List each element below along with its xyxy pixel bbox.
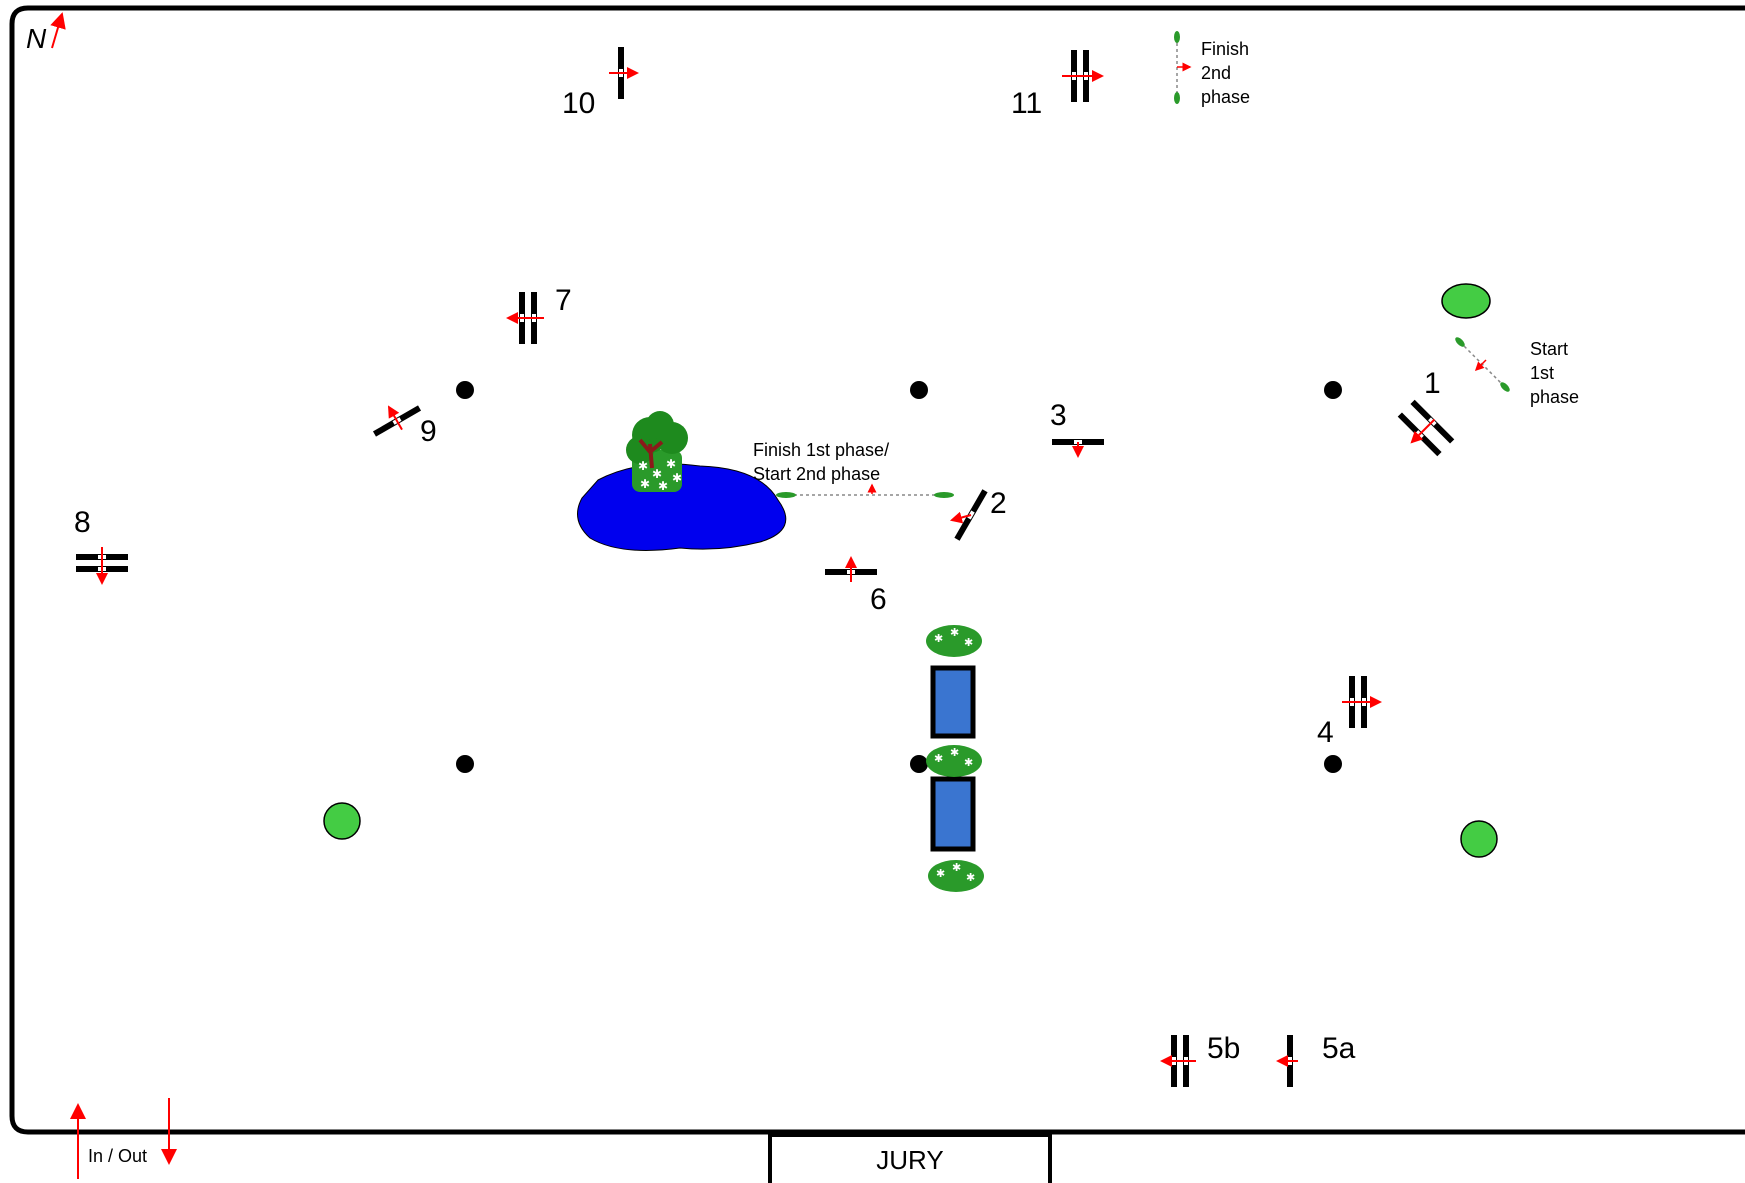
- obstacle-10: [609, 47, 639, 99]
- obstacle-5b: [1160, 1035, 1196, 1087]
- obstacle-8: [76, 547, 128, 585]
- svg-text:✱: ✱: [936, 867, 945, 880]
- svg-text:✱: ✱: [952, 861, 961, 874]
- shrub-row: [926, 625, 984, 892]
- obstacle-6-label: 6: [870, 583, 887, 616]
- obstacle-7-label: 7: [555, 284, 572, 317]
- bush: [1441, 283, 1491, 319]
- svg-text:✱: ✱: [652, 467, 662, 481]
- obstacle-6: [825, 556, 877, 582]
- svg-text:✱: ✱: [950, 626, 959, 639]
- finish-line-2nd-phase: [1174, 31, 1192, 104]
- svg-text:✱: ✱: [950, 746, 959, 759]
- marker-dot: [456, 755, 474, 773]
- obstacle-5a-label: 5a: [1322, 1032, 1356, 1065]
- obstacle-9: [372, 405, 422, 437]
- obstacle-2: [949, 489, 988, 541]
- finish-start-mid-line: [776, 483, 954, 498]
- jury-box: JURY: [768, 1133, 1052, 1183]
- obstacle-11: [1062, 50, 1104, 102]
- north-indicator: N: [26, 12, 66, 54]
- pond: [577, 463, 787, 551]
- svg-text:✱: ✱: [966, 871, 975, 884]
- obstacle-5a: [1276, 1035, 1298, 1087]
- shrub-flowers: ✱ ✱ ✱ ✱ ✱ ✱ ✱ ✱ ✱: [934, 626, 975, 884]
- svg-text:✱: ✱: [640, 477, 650, 491]
- in-out-indicator: In / Out: [70, 1098, 177, 1179]
- marker-dot: [1324, 381, 1342, 399]
- svg-text:✱: ✱: [672, 471, 682, 485]
- svg-text:✱: ✱: [964, 756, 973, 769]
- svg-text:✱: ✱: [964, 636, 973, 649]
- marker-dot: [456, 381, 474, 399]
- water-tray: [930, 776, 976, 852]
- obstacle-3: [1052, 439, 1104, 458]
- svg-text:✱: ✱: [934, 752, 943, 765]
- arena-border: [9, 5, 1745, 1135]
- obstacle-9-label: 9: [420, 415, 437, 448]
- obstacle-8-label: 8: [74, 506, 91, 539]
- water-tray: [930, 665, 976, 739]
- jury-label: JURY: [876, 1145, 944, 1175]
- finish-start-mid-text: Finish 1st phase/ Start 2nd phase: [753, 440, 894, 484]
- north-label: N: [26, 23, 47, 54]
- obstacle-1-label: 1: [1424, 367, 1441, 400]
- tree-icon: ✱✱✱ ✱✱✱: [626, 411, 688, 493]
- bush: [1460, 820, 1498, 858]
- in-out-label: In / Out: [88, 1146, 147, 1166]
- obstacle-7: [506, 292, 544, 344]
- svg-text:✱: ✱: [934, 632, 943, 645]
- obstacle-1: [1397, 399, 1455, 457]
- obstacle-4-label: 4: [1317, 716, 1334, 749]
- svg-text:✱: ✱: [658, 479, 668, 493]
- marker-dot: [910, 381, 928, 399]
- marker-dot: [910, 755, 928, 773]
- svg-text:✱: ✱: [666, 457, 676, 471]
- obstacle-3-label: 3: [1050, 399, 1067, 432]
- obstacle-2-label: 2: [990, 487, 1007, 520]
- obstacle-4: [1342, 676, 1382, 728]
- start-1st-text: Start 1st phase: [1530, 339, 1579, 407]
- arena-markers: [456, 381, 1342, 773]
- obstacle-10-label: 10: [562, 87, 595, 120]
- bush: [323, 802, 361, 840]
- finish-2nd-text: Finish 2nd phase: [1201, 39, 1254, 107]
- marker-dot: [1324, 755, 1342, 773]
- svg-text:✱: ✱: [638, 459, 648, 473]
- obstacle-11-label: 11: [1011, 87, 1042, 120]
- start-line-1st-phase: [1455, 337, 1510, 392]
- obstacle-5b-label: 5b: [1207, 1032, 1240, 1065]
